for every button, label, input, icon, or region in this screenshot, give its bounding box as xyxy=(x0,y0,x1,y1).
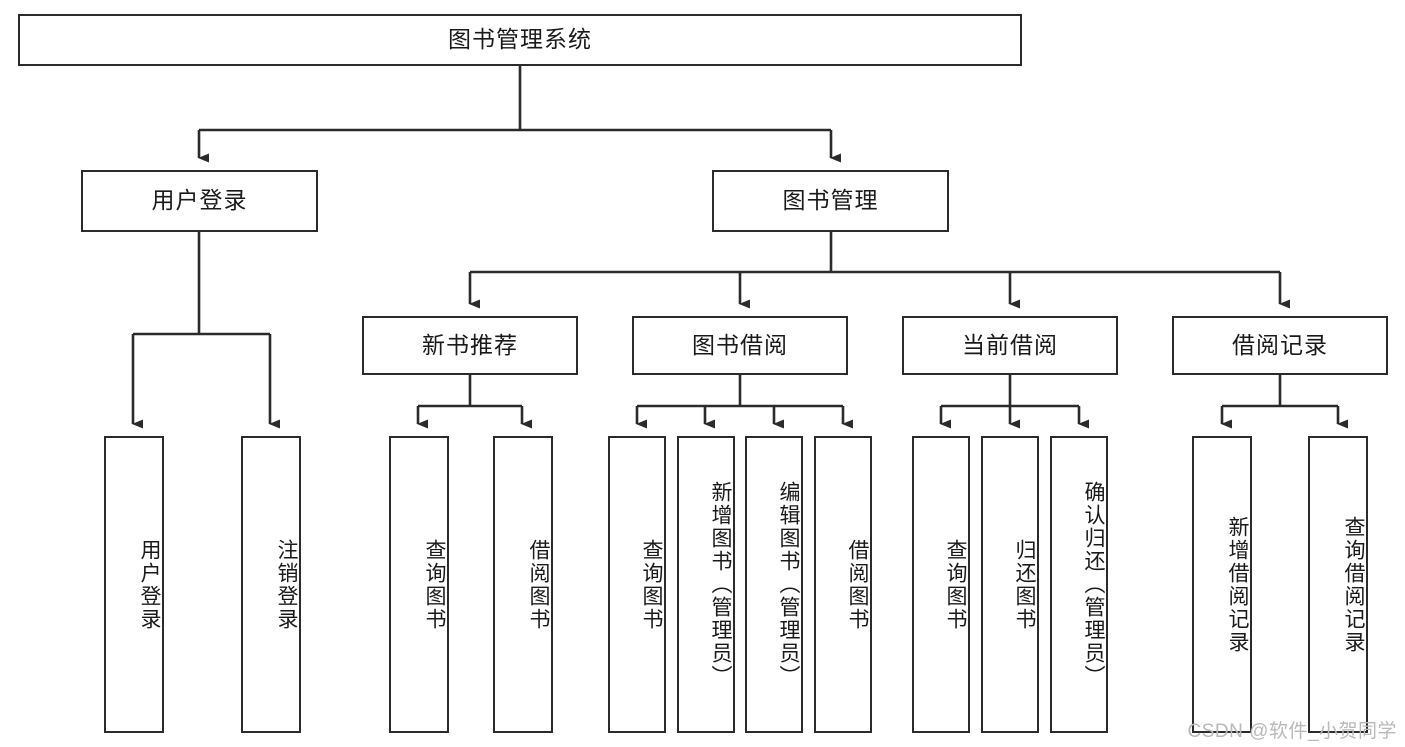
leaf-label: 确认归还（管理员） xyxy=(1082,481,1105,688)
leaf-book-borrow-borrow[interactable]: 借阅图书 xyxy=(814,436,872,733)
leaf-label: 用户登录 xyxy=(138,538,161,631)
leaf-current-borrow-return[interactable]: 归还图书 xyxy=(981,436,1039,733)
node-book-management[interactable]: 图书管理 xyxy=(712,170,949,232)
leaf-new-book-query[interactable]: 查询图书 xyxy=(389,436,449,733)
leaf-current-borrow-query[interactable]: 查询图书 xyxy=(912,436,970,733)
leaf-borrow-record-add[interactable]: 新增借阅记录 xyxy=(1192,436,1252,733)
leaf-label: 注销登录 xyxy=(275,538,298,631)
node-book-borrow[interactable]: 图书借阅 xyxy=(632,316,848,375)
leaf-current-borrow-confirm-return[interactable]: 确认归还（管理员） xyxy=(1050,436,1108,733)
node-borrow-record[interactable]: 借阅记录 xyxy=(1172,316,1388,375)
leaf-borrow-record-query[interactable]: 查询借阅记录 xyxy=(1308,436,1368,733)
leaf-label: 新增借阅记录 xyxy=(1226,515,1249,654)
node-current-borrow[interactable]: 当前借阅 xyxy=(902,316,1118,375)
leaf-book-borrow-add[interactable]: 新增图书（管理员） xyxy=(677,436,735,733)
node-new-book-recommend[interactable]: 新书推荐 xyxy=(362,316,578,375)
leaf-book-borrow-edit[interactable]: 编辑图书（管理员） xyxy=(745,436,803,733)
node-root-system[interactable]: 图书管理系统 xyxy=(18,14,1022,66)
leaf-label: 查询图书 xyxy=(944,538,967,631)
leaf-label: 借阅图书 xyxy=(527,538,550,631)
leaf-user-login-signin[interactable]: 用户登录 xyxy=(104,436,164,733)
leaf-label: 查询图书 xyxy=(423,538,446,631)
leaf-label: 查询借阅记录 xyxy=(1342,515,1365,654)
leaf-label: 归还图书 xyxy=(1013,538,1036,631)
leaf-label: 编辑图书（管理员） xyxy=(777,481,800,688)
leaf-label: 查询图书 xyxy=(640,538,663,631)
node-user-login[interactable]: 用户登录 xyxy=(81,170,318,232)
leaf-new-book-borrow[interactable]: 借阅图书 xyxy=(493,436,553,733)
leaf-label: 借阅图书 xyxy=(846,538,869,631)
leaf-user-login-signout[interactable]: 注销登录 xyxy=(241,436,301,733)
leaf-book-borrow-query[interactable]: 查询图书 xyxy=(608,436,666,733)
leaf-label: 新增图书（管理员） xyxy=(709,481,732,688)
